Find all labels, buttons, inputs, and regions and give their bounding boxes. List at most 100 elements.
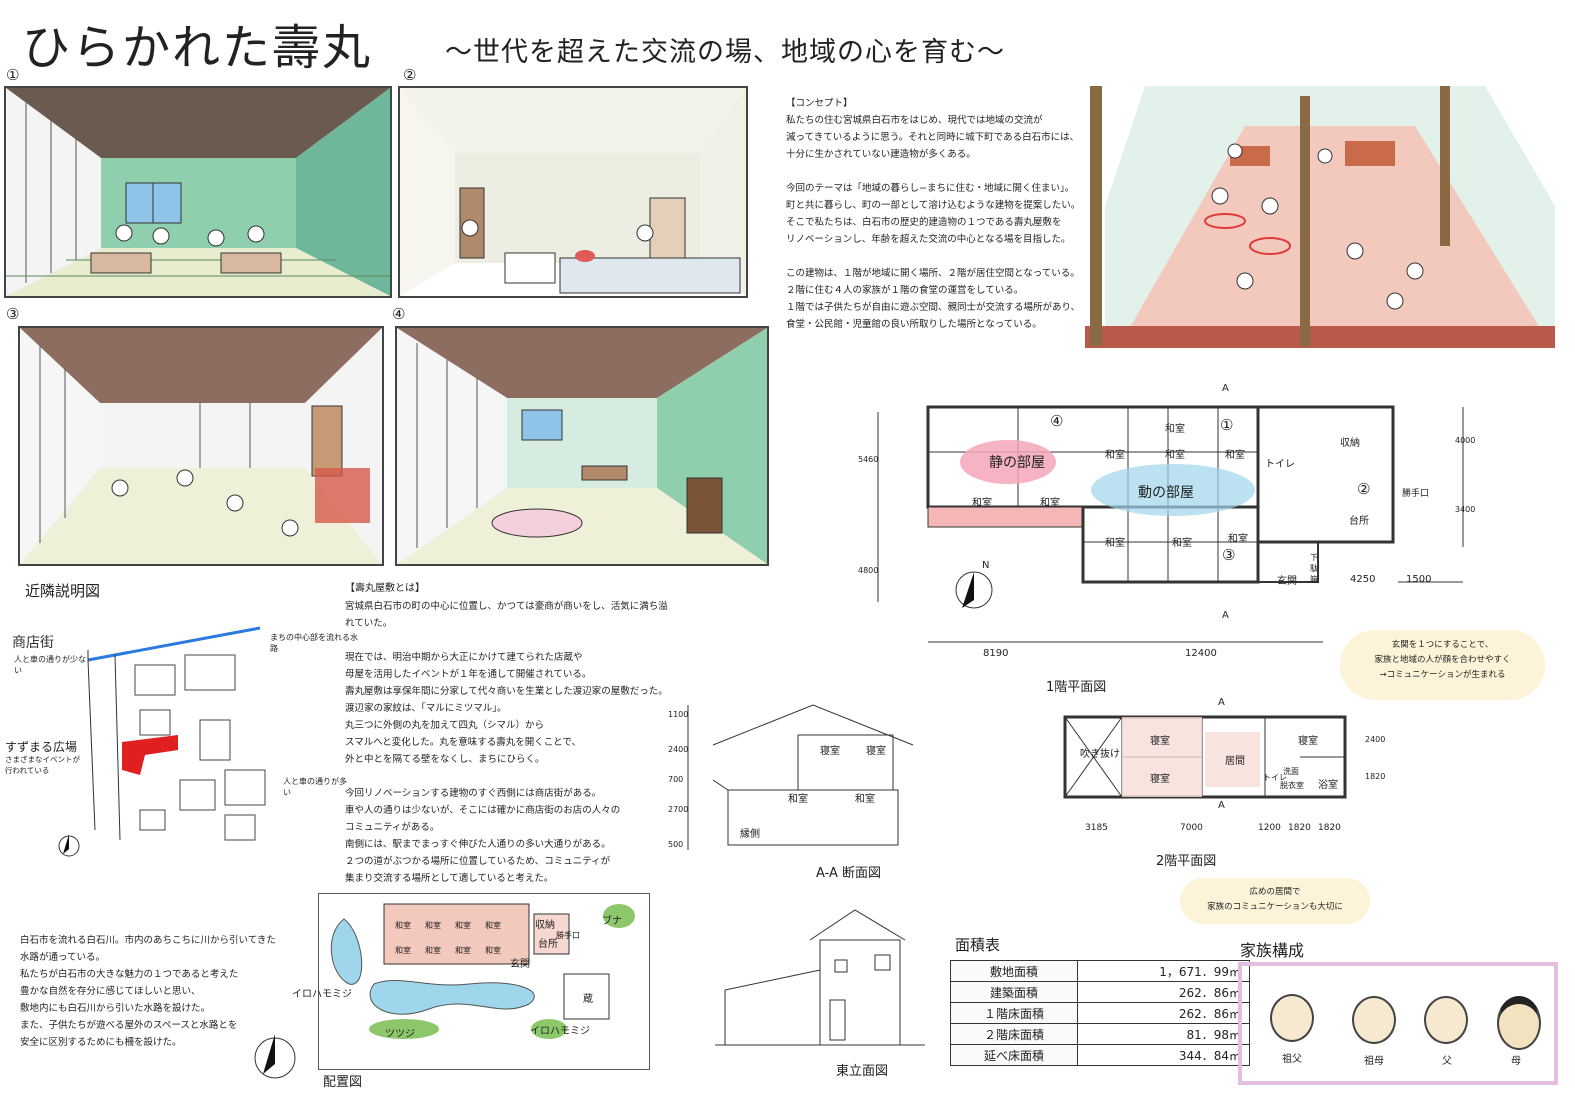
elevation-caption: 東立面図 xyxy=(836,1064,889,1079)
site-tree-maple-1: イロハモミジ xyxy=(292,989,352,1000)
floor2-section-mark-bottom: A xyxy=(1218,800,1225,811)
floor2-dim-6: 2400 xyxy=(1365,735,1386,744)
floor1-dim-right-2: 3400 xyxy=(1455,505,1476,514)
area-value: 344．84㎡ xyxy=(1077,1044,1250,1066)
grandmother-avatar xyxy=(1352,996,1396,1044)
floor2-room-1: 寝室 xyxy=(1150,736,1170,747)
floor2-wash: 洗面 xyxy=(1283,767,1299,776)
site-room-4: 和室 xyxy=(485,921,501,930)
family-panel: 祖父 祖母 父 母 xyxy=(1238,962,1558,1085)
floor1-back-door: 勝手口 xyxy=(1402,489,1430,499)
site-plan-caption: 配置図 xyxy=(323,1075,363,1090)
neighborhood-map xyxy=(60,610,300,860)
exterior-perspective-illustration xyxy=(1085,86,1567,374)
floor1-dim-bottom-1: 4250 xyxy=(1350,574,1376,585)
floor1-section-mark-top: A xyxy=(1222,383,1229,394)
area-value: 262．86㎡ xyxy=(1077,1002,1250,1024)
site-room-6: 和室 xyxy=(425,946,441,955)
floor2-dim-1: 3185 xyxy=(1085,823,1108,833)
family-member-label: 祖父 xyxy=(1282,1054,1302,1065)
site-storehouse: 蔵 xyxy=(583,994,593,1005)
site-tree-beech: ブナ xyxy=(602,916,622,927)
about-heading: 【壽丸屋敷とは】 xyxy=(345,583,425,594)
floor1-storage: 収納 xyxy=(1340,438,1360,449)
site-back-door: 勝手口 xyxy=(556,931,580,940)
concept-heading: 【コンセプト】 xyxy=(786,98,853,109)
site-room-5: 和室 xyxy=(395,946,411,955)
elevation-drawing xyxy=(715,900,925,1050)
floor2-living: 居間 xyxy=(1225,756,1245,767)
about-body: 宮城県白石市の町の中心に位置し、かつては豪商が商いをし、活気に満ち溢れていた。 … xyxy=(345,601,668,884)
floor2-laundry: 脱衣室 xyxy=(1280,781,1304,790)
living-note-bubble: 広めの居間で 家族のコミュニケーションも大切に xyxy=(1180,878,1370,924)
floor1-marker-1: ① xyxy=(1220,416,1234,434)
floor1-dim-depth-1: 5460 xyxy=(858,455,879,464)
family-member-label: 祖母 xyxy=(1364,1056,1384,1067)
note-main-road: 人と車の通りが多い xyxy=(283,777,347,797)
floor1-room-1: 和室 xyxy=(972,498,992,509)
site-description: 白石市を流れる白石川。市内のあちこちに川から引いてきた 水路が通っている。 私た… xyxy=(20,935,276,1048)
site-tree-azalea: ツツジ xyxy=(385,1029,415,1040)
site-storage: 収納 xyxy=(535,920,555,931)
area-label: 延べ床面積 xyxy=(950,1044,1078,1066)
floor2-room-3: 寝室 xyxy=(1298,736,1318,747)
floor2-bath: 浴室 xyxy=(1318,780,1338,791)
neighborhood-heading: 近隣説明図 xyxy=(25,582,101,600)
note-plaza-sub: さまざまなイベントが行われている xyxy=(5,755,80,775)
mother-avatar xyxy=(1497,996,1541,1050)
page-subtitle: 〜世代を超えた交流の場、地域の心を育む〜 xyxy=(445,37,1005,68)
floor1-room-4: 和室 xyxy=(1165,450,1185,461)
scene-1-illustration xyxy=(4,86,392,298)
floor1-room-8: 和室 xyxy=(1228,534,1248,545)
note-shopping-street: 商店街 xyxy=(12,635,54,651)
area-label: ２階床面積 xyxy=(950,1023,1078,1045)
section-engawa: 縁側 xyxy=(740,829,760,840)
section-dim-3: 700 xyxy=(668,775,684,784)
floor1-room-9: 和室 xyxy=(1165,424,1185,435)
floor1-dim-width-1: 8190 xyxy=(983,648,1009,659)
floor1-room-2: 和室 xyxy=(1040,498,1060,509)
section-room-2: 寝室 xyxy=(866,746,886,757)
scene-4-illustration xyxy=(395,326,769,566)
floor1-section-mark-bottom: A xyxy=(1222,610,1229,621)
floor1-room-3: 和室 xyxy=(1105,450,1125,461)
floor1-room-7: 和室 xyxy=(1172,538,1192,549)
scene-number-2: ② xyxy=(403,66,417,84)
floor2-dim-2: 7000 xyxy=(1180,823,1203,833)
section-room-4: 和室 xyxy=(855,794,875,805)
page-title: ひらかれた壽丸 xyxy=(22,20,373,76)
floor2-wc: トイレ xyxy=(1263,773,1287,782)
floor1-dim-bottom-2: 1500 xyxy=(1406,574,1432,585)
site-room-7: 和室 xyxy=(455,946,471,955)
family-member-label: 母 xyxy=(1511,1056,1521,1067)
scene-number-4: ④ xyxy=(392,305,406,323)
floor1-marker-4: ④ xyxy=(1050,412,1064,430)
family-heading: 家族構成 xyxy=(1240,941,1305,960)
floor1-room-6: 和室 xyxy=(1105,538,1125,549)
entrance-note-bubble: 玄関を１つにすることで、 家族と地域の人が顔を合わせやすく →コミュニケーション… xyxy=(1340,630,1545,700)
section-dim-2: 2400 xyxy=(668,745,689,754)
floor1-dim-width-2: 12400 xyxy=(1185,648,1217,659)
site-room-2: 和室 xyxy=(425,921,441,930)
floor1-active-room: 動の部屋 xyxy=(1138,485,1194,501)
floor1-entrance: 玄関 xyxy=(1277,576,1297,587)
north-arrow-icon xyxy=(58,832,80,858)
floor1-plan xyxy=(868,392,1478,664)
floor1-north-label: N xyxy=(982,560,990,571)
north-arrow-icon xyxy=(253,1030,297,1080)
site-plan xyxy=(318,893,650,1070)
floor1-toilet: トイレ xyxy=(1265,459,1295,470)
floor2-section-mark-top: A xyxy=(1218,697,1225,708)
area-label: 建築面積 xyxy=(950,981,1078,1003)
section-room-1: 寝室 xyxy=(820,746,840,757)
floor2-plan xyxy=(1060,712,1360,822)
floor1-kitchen: 台所 xyxy=(1349,516,1369,527)
grandfather-avatar xyxy=(1270,994,1314,1042)
floor2-dim-7: 1820 xyxy=(1365,772,1386,781)
area-label: 敷地面積 xyxy=(950,960,1078,982)
floor2-caption: 2階平面図 xyxy=(1156,854,1217,869)
